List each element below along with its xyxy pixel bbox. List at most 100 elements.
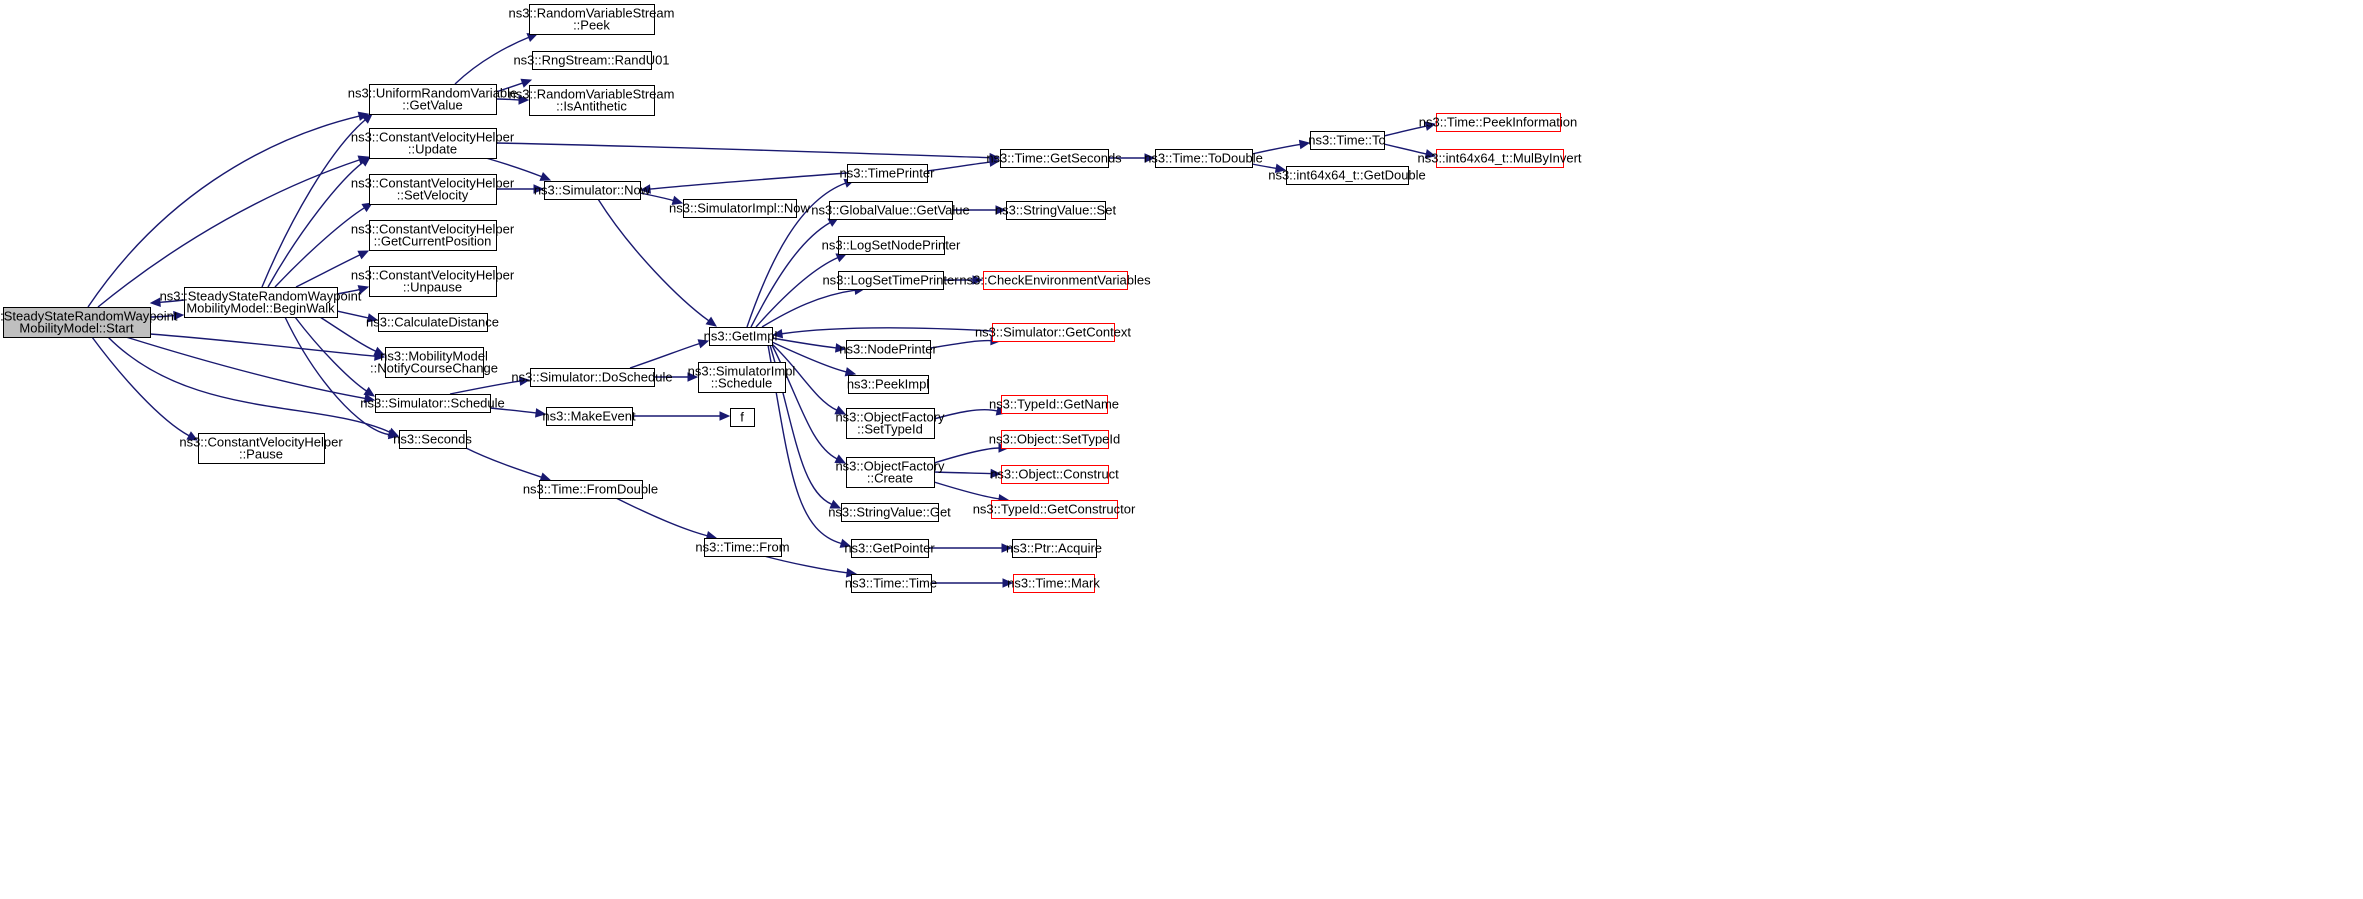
node-box: [546, 407, 633, 426]
node-peekimpl[interactable]: ns3::PeekImpl: [847, 375, 929, 394]
node-time-mark[interactable]: ns3::Time::Mark: [1007, 574, 1100, 593]
arrowhead: [363, 393, 376, 404]
node-cvh-getcurrentposition[interactable]: ns3::ConstantVelocityHelper::GetCurrentP…: [351, 220, 515, 251]
node-label: ns3::ConstantVelocityHelper: [179, 435, 343, 450]
call-edge: [755, 253, 848, 328]
node-time-fromdouble[interactable]: ns3::Time::FromDouble: [523, 480, 658, 499]
arrowhead: [361, 202, 374, 213]
node-label: ns3::Simulator::GetContext: [975, 325, 1131, 340]
node-box: [399, 430, 467, 449]
node-nodeprinter[interactable]: ns3::NodePrinter: [839, 340, 937, 359]
call-edge: [771, 337, 847, 353]
node-box: [532, 51, 652, 70]
node-timeprinter[interactable]: ns3::TimePrinter: [840, 164, 936, 183]
node-calculatedistance[interactable]: ns3::CalculateDistance: [366, 313, 499, 332]
arrowhead: [990, 468, 1002, 479]
node-getpointer[interactable]: ns3::GetPointer: [844, 539, 935, 558]
edge-line: [933, 481, 1000, 500]
call-edge: [495, 95, 530, 105]
node-label: ns3::ConstantVelocityHelper: [351, 268, 515, 283]
node-time-time[interactable]: ns3::Time::Time: [845, 574, 937, 593]
node-box: [1001, 465, 1109, 484]
node-gv-getvalue[interactable]: ns3::GlobalValue::GetValue: [811, 201, 970, 220]
node-seconds[interactable]: ns3::Seconds: [393, 430, 472, 449]
node-int64-getdouble[interactable]: ns3::int64x64_t::GetDouble: [1268, 166, 1426, 185]
edge-line: [495, 142, 991, 159]
node-sim-schedule[interactable]: ns3::Simulator::Schedule: [360, 394, 505, 413]
node-start[interactable]: ns3::SteadyStateRandomWaypointMobilityMo…: [0, 307, 178, 338]
node-object-settypeid[interactable]: ns3::Object::SetTypeId: [989, 430, 1121, 449]
node-label: ns3::TypeId::GetName: [989, 397, 1119, 412]
node-beginwalk[interactable]: ns3::SteadyStateRandomWaypointMobilityMo…: [160, 287, 362, 318]
node-rngstream-randu01[interactable]: ns3::RngStream::RandU01: [513, 51, 670, 70]
edge-line: [1383, 143, 1427, 155]
node-time-todouble[interactable]: ns3::Time::ToDouble: [1144, 149, 1263, 168]
edge-line: [485, 157, 542, 178]
node-rvs-peek[interactable]: ns3::RandomVariableStream::Peek: [509, 4, 675, 35]
node-time-to[interactable]: ns3::Time::To: [1308, 131, 1386, 150]
call-edge: [951, 205, 1007, 215]
node-box: [683, 199, 797, 218]
edge-line: [454, 36, 529, 85]
node-stringvalue-set[interactable]: ns3::StringValue::Set: [995, 201, 1117, 220]
node-checkenvvars[interactable]: ns3::CheckEnvironmentVariables: [959, 271, 1151, 290]
call-edge: [933, 443, 1010, 464]
arrowhead: [366, 313, 379, 323]
node-object-construct[interactable]: ns3::Object::Construct: [990, 465, 1119, 484]
node-label: ns3::Ptr::Acquire: [1006, 541, 1102, 556]
node-typeid-getname[interactable]: ns3::TypeId::GetName: [989, 395, 1119, 414]
edge-line: [159, 299, 185, 304]
node-time-getseconds[interactable]: ns3::Time::GetSeconds: [986, 149, 1122, 168]
call-edge: [449, 376, 531, 395]
node-cvh-update[interactable]: ns3::ConstantVelocityHelper::Update: [351, 128, 515, 159]
call-edge: [294, 316, 376, 397]
node-simimpl-schedule[interactable]: ns3::SimulatorImpl::Schedule: [688, 362, 796, 393]
node-label: ns3::LogSetNodePrinter: [822, 238, 961, 253]
node-cvh-setvelocity[interactable]: ns3::ConstantVelocityHelper::SetVelocity: [351, 174, 515, 205]
edge-line: [91, 336, 190, 437]
node-time-peekinformation[interactable]: ns3::Time::PeekInformation: [1419, 113, 1577, 132]
node-urv-getvalue[interactable]: ns3::UniformRandomVariable::GetValue: [348, 84, 518, 115]
node-f[interactable]: f: [730, 408, 755, 427]
edge-line: [284, 316, 390, 436]
node-time-from[interactable]: ns3::Time::From: [695, 538, 790, 557]
node-of-settypeid[interactable]: ns3::ObjectFactory::SetTypeId: [835, 408, 945, 439]
edge-line: [755, 257, 839, 328]
node-getimpl[interactable]: ns3::GetImpl: [704, 327, 778, 346]
node-cvh-pause[interactable]: ns3::ConstantVelocityHelper::Pause: [179, 433, 343, 464]
edge-line: [295, 254, 361, 288]
arrowhead: [1144, 153, 1156, 163]
node-stringvalue-get[interactable]: ns3::StringValue::Get: [828, 503, 951, 522]
edge-line: [87, 115, 360, 308]
node-box: [704, 538, 782, 557]
edge-line: [149, 333, 376, 357]
node-sim-now[interactable]: ns3::Simulator::Now: [534, 181, 651, 200]
node-of-create[interactable]: ns3::ObjectFactory::Create: [835, 457, 945, 488]
node-label: ns3::StringValue::Get: [828, 505, 951, 520]
node-simimpl-now[interactable]: ns3::SimulatorImpl::Now: [669, 199, 811, 218]
edge-line: [926, 161, 991, 172]
node-sim-getcontext[interactable]: ns3::Simulator::GetContext: [975, 323, 1131, 342]
node-mm-notifycoursechange[interactable]: ns3::MobilityModel::NotifyCourseChange: [370, 347, 498, 378]
node-sim-doschedule[interactable]: ns3::Simulator::DoSchedule: [511, 368, 673, 387]
node-ptr-acquire[interactable]: ns3::Ptr::Acquire: [1006, 539, 1102, 558]
call-edge: [149, 333, 386, 361]
node-logsetnodeprinter[interactable]: ns3::LogSetNodePrinter: [822, 236, 961, 255]
arrowhead: [671, 195, 684, 205]
node-label: ns3::Time::FromDouble: [523, 482, 658, 497]
edge-line: [336, 288, 360, 295]
node-rvs-isantithetic[interactable]: ns3::RandomVariableStream::IsAntithetic: [509, 85, 675, 116]
node-box: [375, 394, 491, 413]
node-label: ns3::Simulator::Schedule: [360, 396, 505, 411]
arrowhead: [149, 297, 161, 308]
node-typeid-getconstructor[interactable]: ns3::TypeId::GetConstructor: [973, 500, 1136, 519]
call-edge: [763, 555, 858, 578]
node-logsettimeprinter[interactable]: ns3::LogSetTimePrinter: [822, 271, 959, 290]
node-makeevent[interactable]: ns3::MakeEvent: [542, 407, 636, 426]
node-cvh-unpause[interactable]: ns3::ConstantVelocityHelper::Unpause: [351, 266, 515, 297]
node-label: ::GetValue: [402, 98, 462, 113]
node-label: ns3::GlobalValue::GetValue: [811, 203, 970, 218]
call-edge: [631, 411, 731, 421]
arrowhead: [834, 405, 847, 415]
node-int64-mulbyinvert[interactable]: ns3::int64x64_t::MulByInvert: [1417, 149, 1582, 168]
